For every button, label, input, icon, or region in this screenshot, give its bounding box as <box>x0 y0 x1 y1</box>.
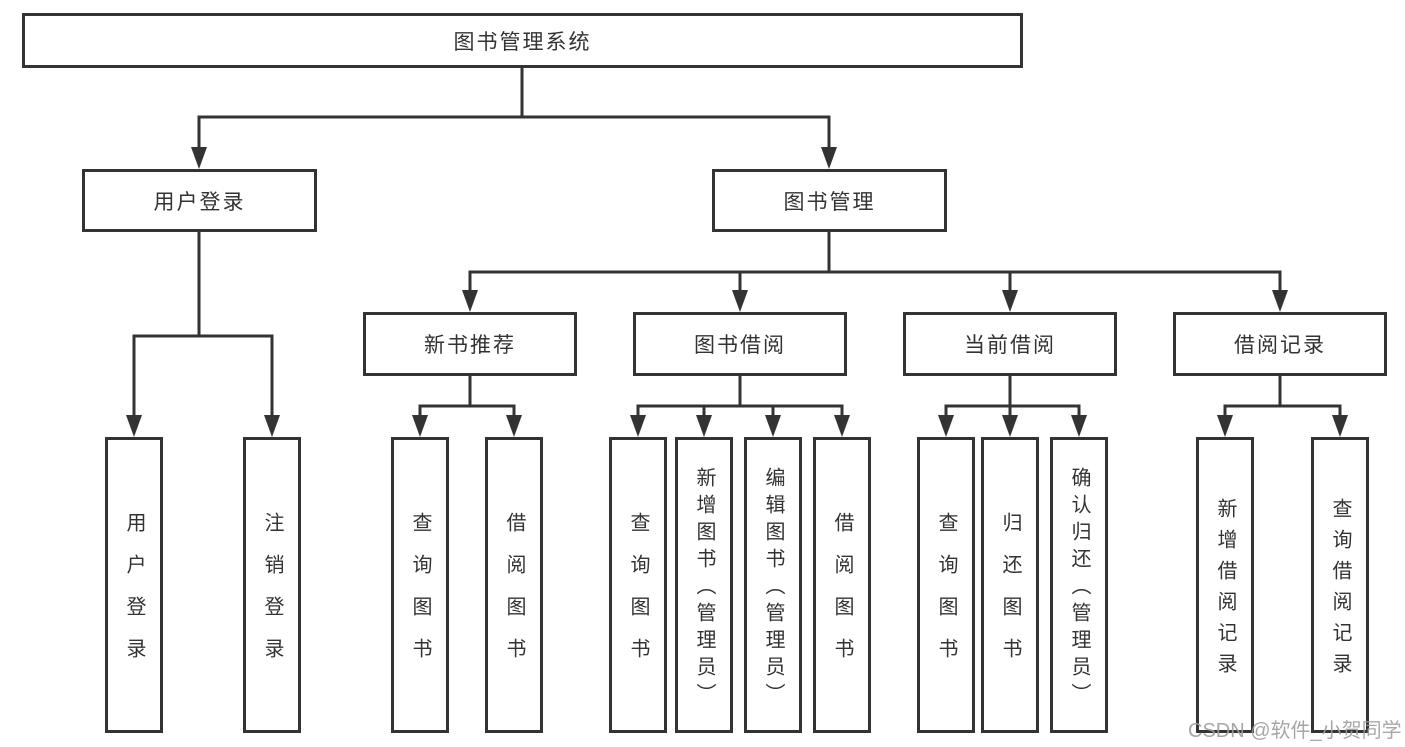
node-current-borrowing-label: 当前借阅 <box>964 334 1056 357</box>
leaf-borrow-books-borrowing-label: 借阅图书 <box>831 512 853 680</box>
node-borrowing-records-label: 借阅记录 <box>1234 334 1326 357</box>
node-book-management: 图书管理 <box>712 169 947 232</box>
leaf-add-book-admin-label: 新增图书（管理员） <box>693 467 715 710</box>
leaf-query-books-borrowing-label: 查询图书 <box>627 512 649 680</box>
leaf-add-borrow-record-label: 新增借阅记录 <box>1214 497 1236 684</box>
leaf-edit-book-admin: 编辑图书（管理员） <box>744 437 802 733</box>
leaf-query-borrow-record: 查询借阅记录 <box>1311 437 1369 733</box>
leaf-user-login-label: 用户登录 <box>123 512 145 680</box>
node-user-login-label: 用户登录 <box>153 190 246 214</box>
node-root: 图书管理系统 <box>22 13 1023 68</box>
leaf-return-book: 归还图书 <box>981 437 1039 733</box>
leaf-query-books-recommend-label: 查询图书 <box>409 512 431 680</box>
leaf-add-book-admin: 新增图书（管理员） <box>675 437 733 733</box>
leaf-confirm-return-admin-label: 确认归还（管理员） <box>1068 467 1090 710</box>
node-current-borrowing: 当前借阅 <box>903 312 1117 376</box>
node-new-book-recommendation-label: 新书推荐 <box>424 334 516 357</box>
leaf-logout: 注销登录 <box>243 437 301 733</box>
leaf-query-books-current-label: 查询图书 <box>935 512 957 680</box>
leaf-query-books-current: 查询图书 <box>917 437 975 733</box>
leaf-query-books-recommend: 查询图书 <box>391 437 449 733</box>
node-root-label: 图书管理系统 <box>453 30 592 54</box>
leaf-edit-book-admin-label: 编辑图书（管理员） <box>762 467 784 710</box>
leaf-borrow-books-recommend: 借阅图书 <box>485 437 543 733</box>
leaf-user-login: 用户登录 <box>105 437 163 733</box>
arrowheads <box>126 147 1348 437</box>
node-user-login: 用户登录 <box>82 169 317 232</box>
node-book-borrowing: 图书借阅 <box>633 312 847 376</box>
leaf-add-borrow-record: 新增借阅记录 <box>1196 437 1254 733</box>
node-new-book-recommendation: 新书推荐 <box>363 312 577 376</box>
leaf-return-book-label: 归还图书 <box>999 512 1021 680</box>
leaf-borrow-books-borrowing: 借阅图书 <box>813 437 871 733</box>
leaf-query-books-borrowing: 查询图书 <box>609 437 667 733</box>
node-book-management-label: 图书管理 <box>783 190 876 214</box>
leaf-confirm-return-admin: 确认归还（管理员） <box>1050 437 1108 733</box>
node-book-borrowing-label: 图书借阅 <box>694 334 786 357</box>
leaf-query-borrow-record-label: 查询借阅记录 <box>1329 497 1351 684</box>
leaf-borrow-books-recommend-label: 借阅图书 <box>503 512 525 680</box>
leaf-logout-label: 注销登录 <box>261 512 283 680</box>
watermark: CSDN @软件_小贺同学 <box>1188 720 1402 742</box>
node-borrowing-records: 借阅记录 <box>1173 312 1387 376</box>
